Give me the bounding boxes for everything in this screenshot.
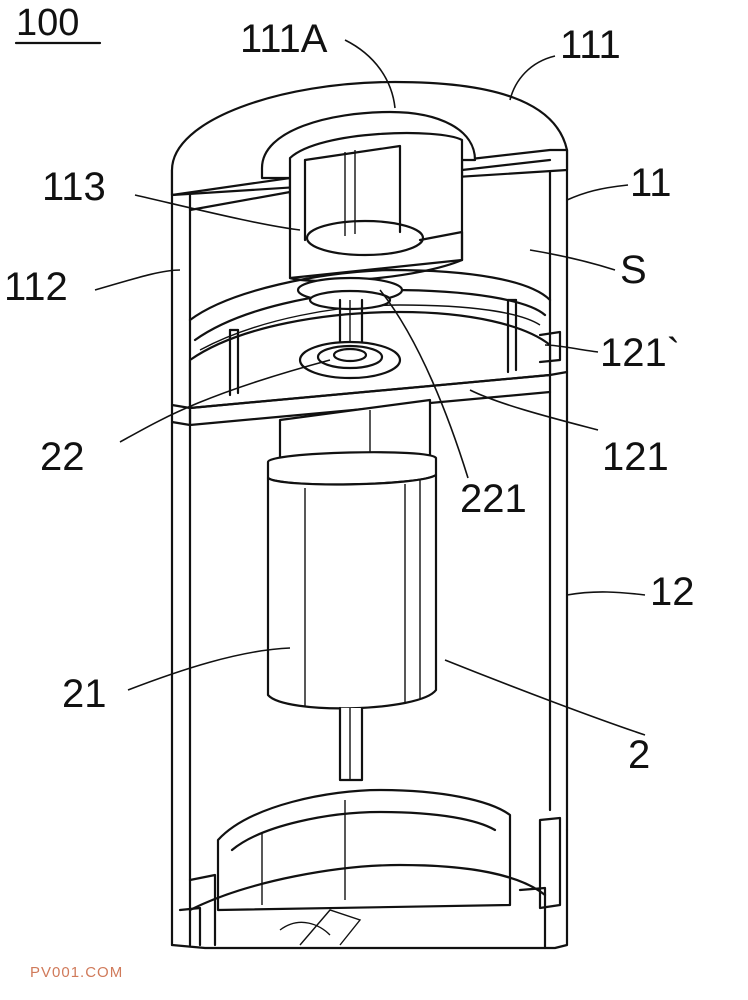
leader-lines — [94, 39, 646, 736]
ref-22: 22 — [40, 435, 85, 479]
ref-21: 21 — [62, 672, 107, 716]
ref-12: 12 — [650, 570, 695, 614]
ref-111A: 111A — [240, 17, 328, 61]
figure-label: 100 — [16, 2, 79, 44]
ref-121-prime: 121` — [600, 331, 680, 375]
ref-121: 121 — [602, 435, 669, 479]
base — [178, 788, 562, 950]
ref-221: 221 — [460, 477, 527, 521]
ref-2: 2 — [628, 733, 650, 777]
ref-112: 112 — [4, 265, 68, 309]
top-cap — [170, 80, 569, 283]
ref-111: 111 — [560, 23, 621, 67]
ref-11: 11 — [630, 161, 672, 205]
motor — [266, 398, 438, 782]
watermark: PV001.COM — [30, 964, 124, 981]
shaft-and-bearing — [296, 276, 404, 380]
reference-numerals: 100 111A 111 113 11 112 S 121` 22 121 22… — [4, 2, 695, 777]
ref-S: S — [620, 248, 647, 292]
ref-113: 113 — [42, 165, 106, 209]
